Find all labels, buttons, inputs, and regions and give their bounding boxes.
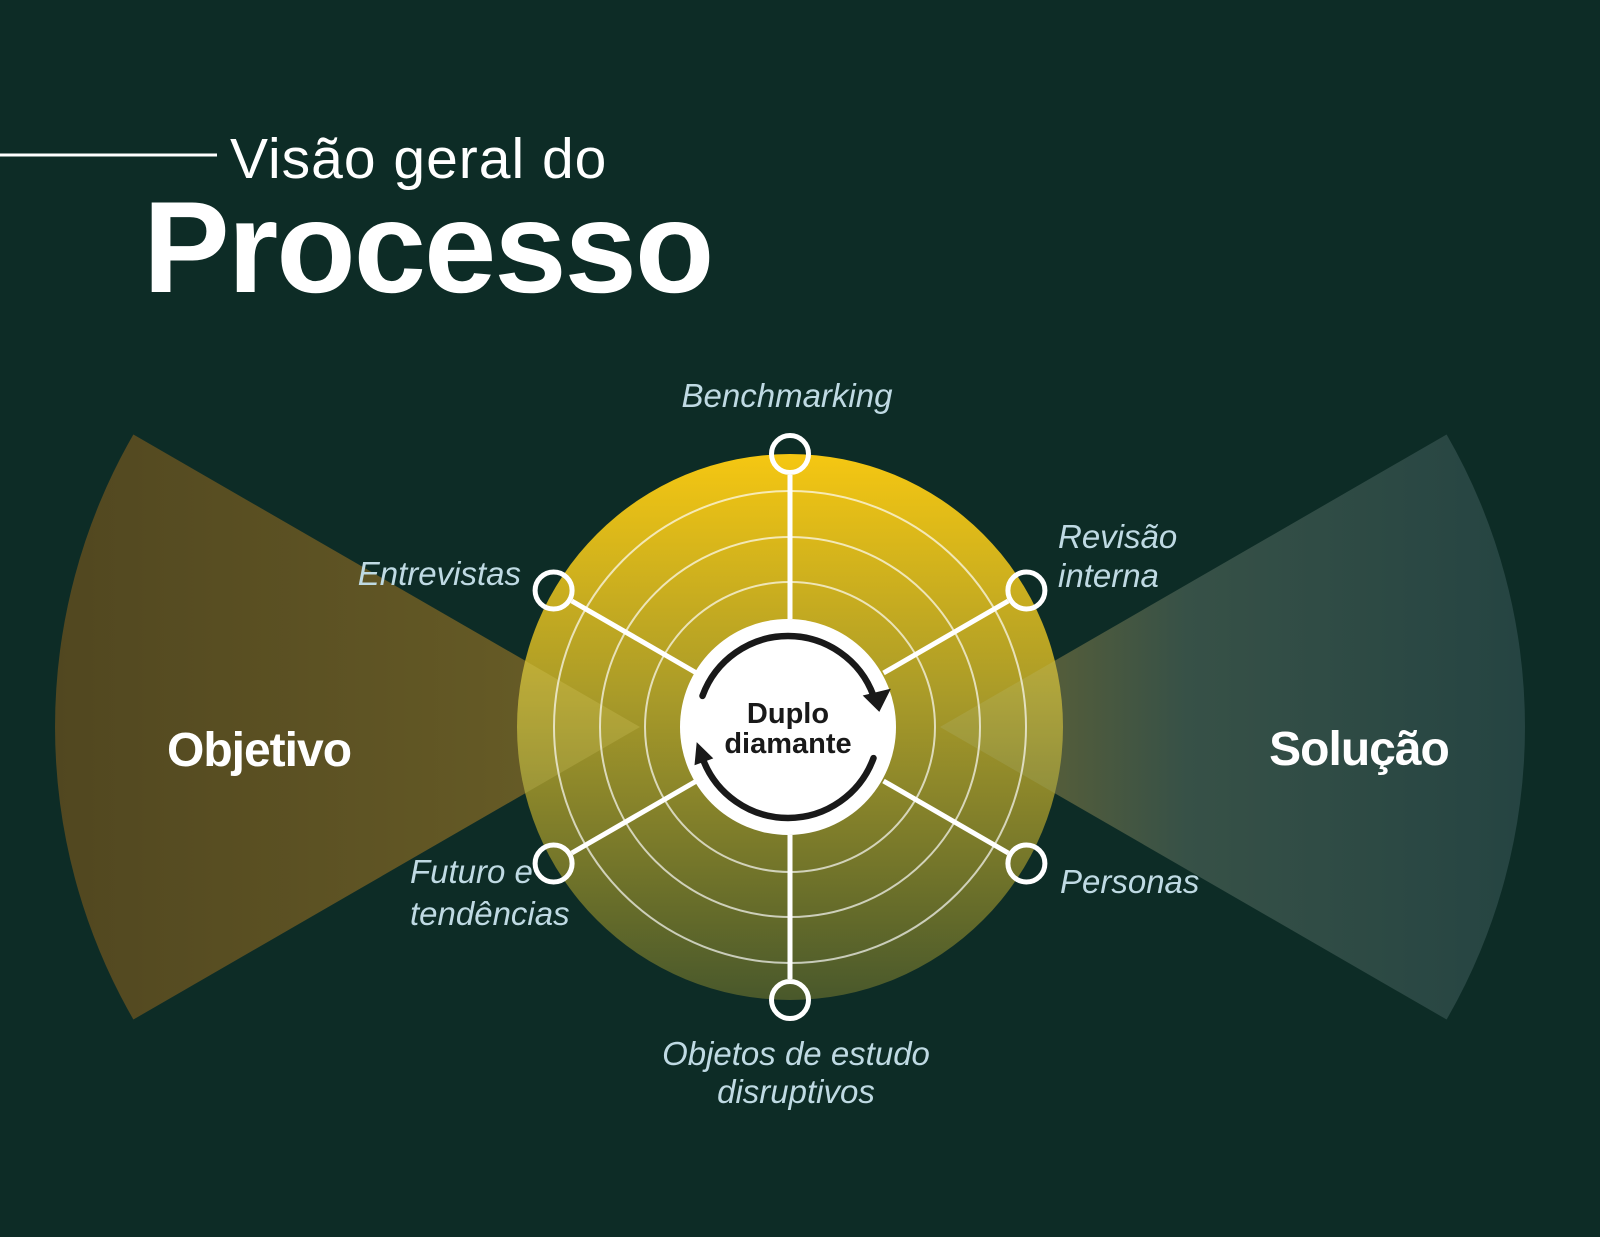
node-circle-personas bbox=[1005, 842, 1048, 885]
node-label-personas: Personas bbox=[1060, 863, 1199, 900]
spoke-lower-left bbox=[570, 778, 698, 856]
node-label-objetos-line2: disruptivos bbox=[717, 1073, 875, 1110]
spoke-upper-right bbox=[882, 598, 1010, 676]
node-label-futuro-line1: Futuro e bbox=[410, 853, 533, 890]
zone-label-solucao: Solução bbox=[1269, 723, 1449, 776]
center-circle bbox=[680, 619, 896, 835]
center-label-line1: Duplo bbox=[747, 698, 829, 730]
node-label-benchmarking: Benchmarking bbox=[682, 377, 894, 414]
node-circle-revisao-interna bbox=[1005, 569, 1048, 612]
node-circle-benchmarking bbox=[769, 433, 811, 475]
node-label-futuro-line2: tendências bbox=[410, 895, 570, 932]
zone-label-objetivo: Objetivo bbox=[167, 724, 351, 777]
node-circle-entrevistas bbox=[532, 569, 575, 612]
spoke-upper-left bbox=[570, 598, 698, 676]
cycle-arrowhead-left bbox=[694, 742, 714, 766]
node-label-revisao-line2: interna bbox=[1058, 557, 1159, 594]
node-circle-futuro-tendencias bbox=[532, 842, 575, 885]
spoke-lower-right bbox=[882, 778, 1010, 856]
cycle-arrows-icon bbox=[694, 632, 891, 822]
spokes bbox=[570, 475, 1010, 979]
node-label-revisao-line1: Revisão bbox=[1058, 518, 1177, 555]
center-label-line2: diamante bbox=[724, 728, 851, 760]
cycle-arrowhead-right bbox=[862, 688, 891, 712]
objective-cone bbox=[55, 434, 641, 1020]
node-circle-objetos-disruptivos bbox=[769, 979, 811, 1021]
page-title: Processo bbox=[143, 174, 712, 320]
cycle-arc-top bbox=[699, 632, 877, 700]
node-label-objetos-line1: Objetos de estudo bbox=[662, 1035, 930, 1072]
cycle-arc-bottom bbox=[699, 754, 877, 822]
solution-cone bbox=[940, 434, 1525, 1020]
title-eyebrow: Visão geral do bbox=[230, 127, 607, 191]
node-label-entrevistas: Entrevistas bbox=[358, 555, 521, 592]
node-circles bbox=[532, 433, 1048, 1021]
